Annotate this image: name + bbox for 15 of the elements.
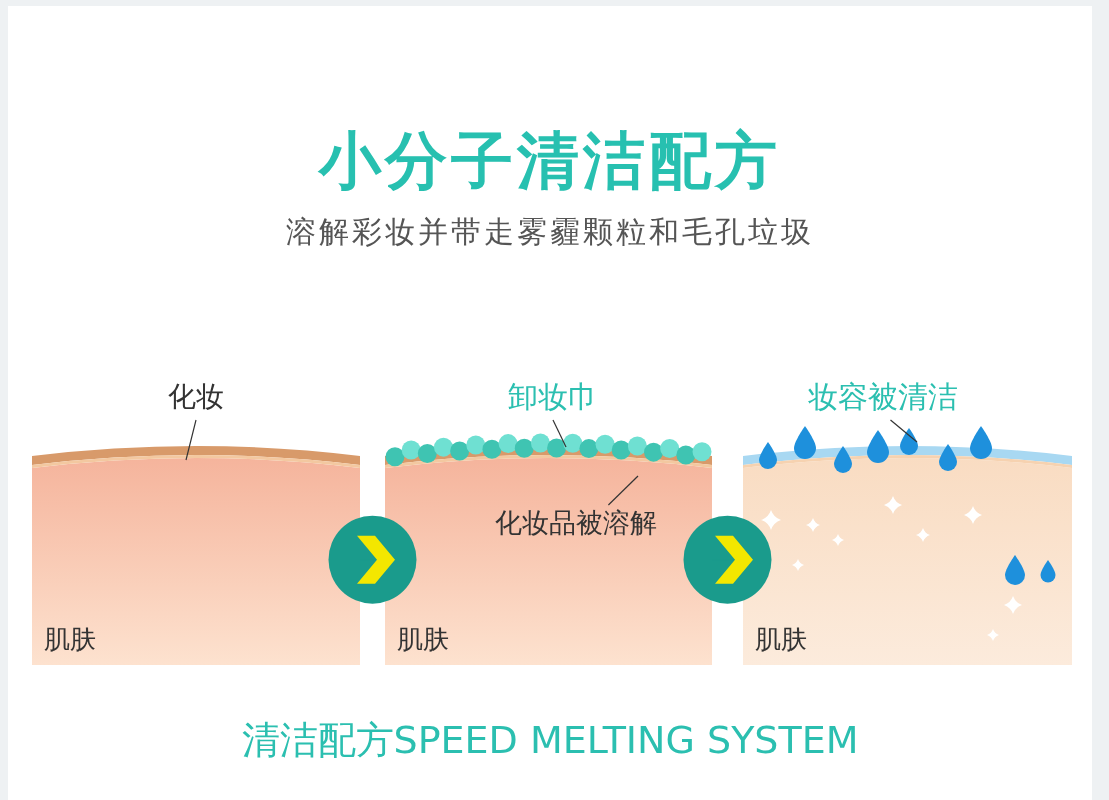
- footer-text: 清洁配方SPEED MELTING SYSTEM: [240, 718, 860, 764]
- skin-label: 肌肤: [44, 623, 96, 655]
- callout-text: 卸妆巾: [508, 380, 598, 414]
- chevron-arrow: [328, 515, 417, 604]
- callout-text: 化妆: [168, 380, 224, 414]
- title: 小分子清洁配方: [317, 124, 782, 199]
- skin-label: 肌肤: [397, 623, 449, 655]
- subtitle: 溶解彩妆并带走雾霾颗粒和毛孔垃圾: [285, 214, 815, 250]
- callout-text: 妆容被清洁: [808, 380, 958, 414]
- skin-label: 肌肤: [755, 623, 807, 655]
- leader-line: [185, 419, 197, 461]
- leader-line: [607, 475, 639, 506]
- callout-text: 化妆品被溶解: [495, 506, 657, 540]
- leader-line: [552, 419, 567, 448]
- chevron-arrow: [683, 515, 772, 604]
